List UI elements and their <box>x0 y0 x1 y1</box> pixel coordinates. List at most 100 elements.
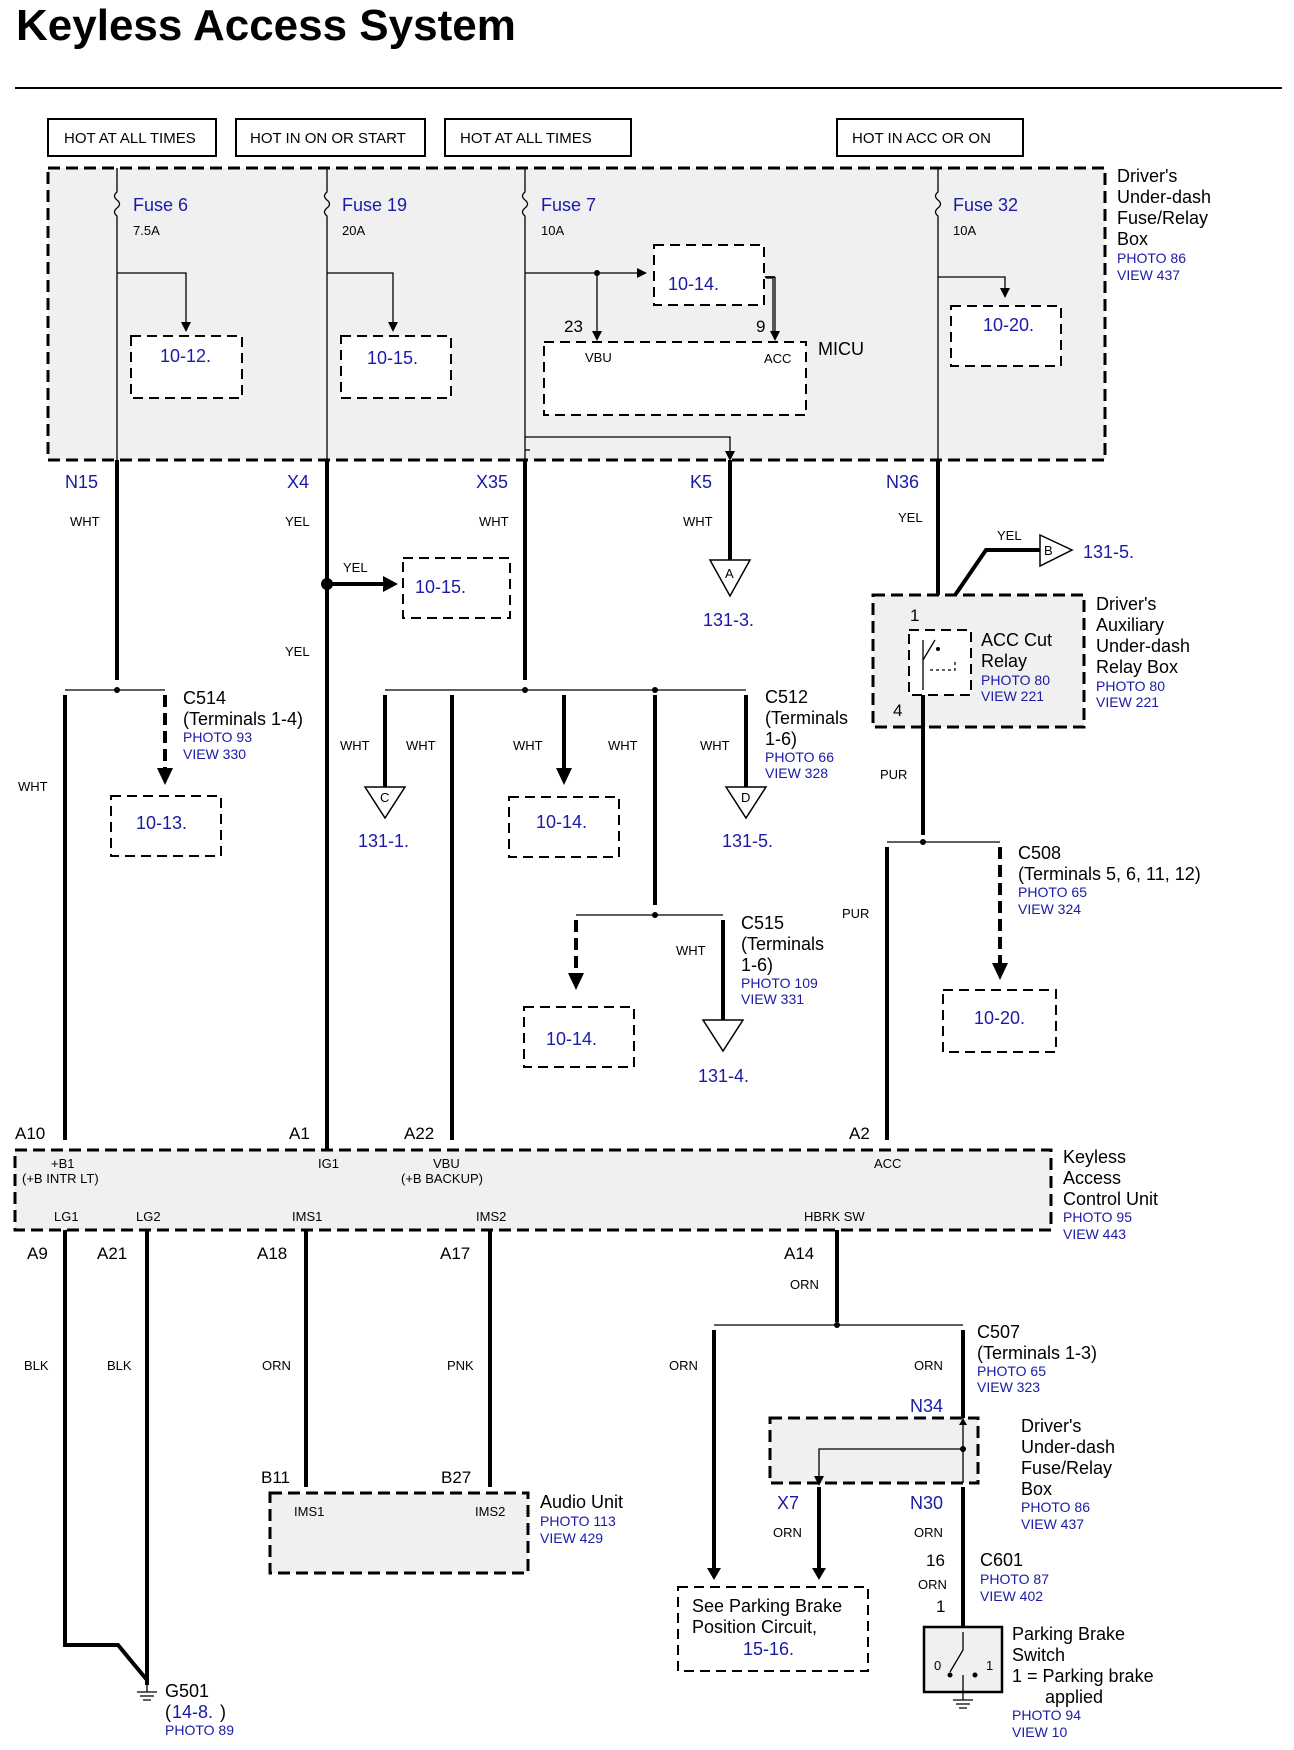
parking-ref-line1: See Parking Brake <box>692 1596 842 1616</box>
term-x35: X35 <box>476 472 508 492</box>
fuse6-name: Fuse 6 <box>133 195 188 215</box>
audio-name: Audio Unit <box>540 1492 623 1512</box>
ref-10-12[interactable]: 10-12. <box>160 346 211 366</box>
audio-unit <box>268 1491 530 1575</box>
ref-131-3[interactable]: 131-3. <box>703 610 754 630</box>
fuse7-rating: 10A <box>541 223 564 238</box>
offpage-c <box>363 786 407 820</box>
wire-x4-branch: YEL <box>343 560 368 575</box>
wire-x4: YEL <box>285 514 310 529</box>
audio-b27: B27 <box>441 1468 471 1487</box>
wire-c512-2: WHT <box>406 738 436 753</box>
pin-a1: A1 <box>289 1124 310 1143</box>
c512-terms1: (Terminals <box>765 708 848 728</box>
wire-orn-c507: ORN <box>914 1358 943 1373</box>
fuse-box-line3: Fuse/Relay <box>1117 208 1208 228</box>
pbs-line3: 1 = Parking brake <box>1012 1666 1154 1686</box>
c512-name: C512 <box>765 687 808 707</box>
kacu-ims1: IMS1 <box>292 1209 322 1224</box>
ref-10-20b[interactable]: 10-20. <box>974 1008 1025 1028</box>
wire-c512-4: WHT <box>608 738 638 753</box>
acc-relay-view: VIEW 221 <box>981 688 1044 704</box>
ref-131-4[interactable]: 131-4. <box>698 1066 749 1086</box>
ref-131-1[interactable]: 131-1. <box>358 831 409 851</box>
offpage-131-4 <box>701 1019 745 1053</box>
audio-b11: B11 <box>261 1468 290 1487</box>
ref-10-14c[interactable]: 10-14. <box>546 1029 597 1049</box>
wire-x35: WHT <box>479 514 509 529</box>
c515-terms2: 1-6) <box>741 955 773 975</box>
power-headers: HOT AT ALL TIMES HOT IN ON OR START HOT … <box>47 118 1024 157</box>
ref-box-10-20a <box>950 305 1062 367</box>
fb2-x7: X7 <box>777 1493 799 1513</box>
acc-relay-photo: PHOTO 80 <box>981 672 1050 688</box>
relay-box-photo: PHOTO 80 <box>1096 678 1165 694</box>
micu-name: MICU <box>818 339 864 359</box>
wire-pur-1: PUR <box>880 767 907 782</box>
c507-terms: (Terminals 1-3) <box>977 1343 1097 1363</box>
offpage-a <box>708 559 752 598</box>
relay-switch-icon <box>922 639 956 690</box>
c512-connector <box>383 687 748 1140</box>
pin-a14: A14 <box>784 1244 814 1263</box>
wire-pur-2: PUR <box>842 906 869 921</box>
ref-box-10-14a <box>653 244 765 306</box>
fuse-box-line2: Under-dash <box>1117 187 1211 207</box>
parking-ref-link[interactable]: 15-16. <box>743 1639 794 1659</box>
fb2-view: VIEW 437 <box>1021 1516 1084 1532</box>
wire-a9: BLK <box>24 1358 49 1373</box>
ref-10-14a[interactable]: 10-14. <box>668 274 719 294</box>
power-header-2: HOT IN ON OR START <box>250 130 406 147</box>
pin-a22: A22 <box>404 1124 434 1143</box>
kacu-vbu: VBU <box>433 1156 460 1171</box>
wire-orn-left: ORN <box>669 1358 698 1373</box>
c507-photo: PHOTO 65 <box>977 1363 1046 1379</box>
audio-photo: PHOTO 113 <box>540 1513 616 1529</box>
kacu-lg1: LG1 <box>54 1209 79 1224</box>
fuse32-rating: 10A <box>953 223 976 238</box>
fuse-relay-box-2 <box>768 1416 980 1485</box>
fuse-box-view: VIEW 437 <box>1117 267 1180 283</box>
kacu-photo: PHOTO 95 <box>1063 1209 1132 1225</box>
ref-box-10-14c <box>523 1006 635 1068</box>
fuse-symbols <box>113 168 942 460</box>
kacu-line3: Control Unit <box>1063 1189 1158 1209</box>
ref-box-10-14b <box>508 796 620 858</box>
ref-10-20a[interactable]: 10-20. <box>983 315 1034 335</box>
c514-view: VIEW 330 <box>183 746 246 762</box>
pbs-line2: Switch <box>1012 1645 1065 1665</box>
ref-box-10-12 <box>130 335 243 399</box>
wire-c512-5: WHT <box>700 738 730 753</box>
ref-10-13[interactable]: 10-13. <box>136 813 187 833</box>
lower-wires <box>63 1230 965 1685</box>
c515-terms1: (Terminals <box>741 934 824 954</box>
ref-10-14b[interactable]: 10-14. <box>536 812 587 832</box>
ref-10-15b[interactable]: 10-15. <box>415 577 466 597</box>
kacu-line2: Access <box>1063 1168 1121 1188</box>
c515-view: VIEW 331 <box>741 991 804 1007</box>
c508-terms: (Terminals 5, 6, 11, 12) <box>1018 864 1201 884</box>
pin-a2: A2 <box>849 1124 870 1143</box>
fb2-line2: Under-dash <box>1021 1437 1115 1457</box>
fb2-line4: Box <box>1021 1479 1052 1499</box>
ref-10-15a[interactable]: 10-15. <box>367 348 418 368</box>
fuse7-name: Fuse 7 <box>541 195 596 215</box>
parking-ref-line2: Position Circuit, <box>692 1617 817 1637</box>
offpage-a-label: A <box>725 566 734 581</box>
term-k5: K5 <box>690 472 712 492</box>
g501-ref[interactable]: 14-8. <box>172 1702 213 1722</box>
ref-131-5b[interactable]: 131-5. <box>722 831 773 851</box>
ref-131-5a[interactable]: 131-5. <box>1083 542 1134 562</box>
keyless-control-unit <box>13 1148 1053 1232</box>
page-title: Keyless Access System <box>16 1 516 50</box>
fb2-line3: Fuse/Relay <box>1021 1458 1112 1478</box>
pin-a17: A17 <box>440 1244 470 1263</box>
c512-terms2: 1-6) <box>765 729 797 749</box>
term-n36: N36 <box>886 472 919 492</box>
wire-c512-3: WHT <box>513 738 543 753</box>
wire-n36: YEL <box>898 510 923 525</box>
offpage-b <box>1039 533 1074 568</box>
kacu-b1: +B1 <box>51 1156 75 1171</box>
fuse19-name: Fuse 19 <box>342 195 407 215</box>
pin-a21: A21 <box>97 1244 127 1263</box>
